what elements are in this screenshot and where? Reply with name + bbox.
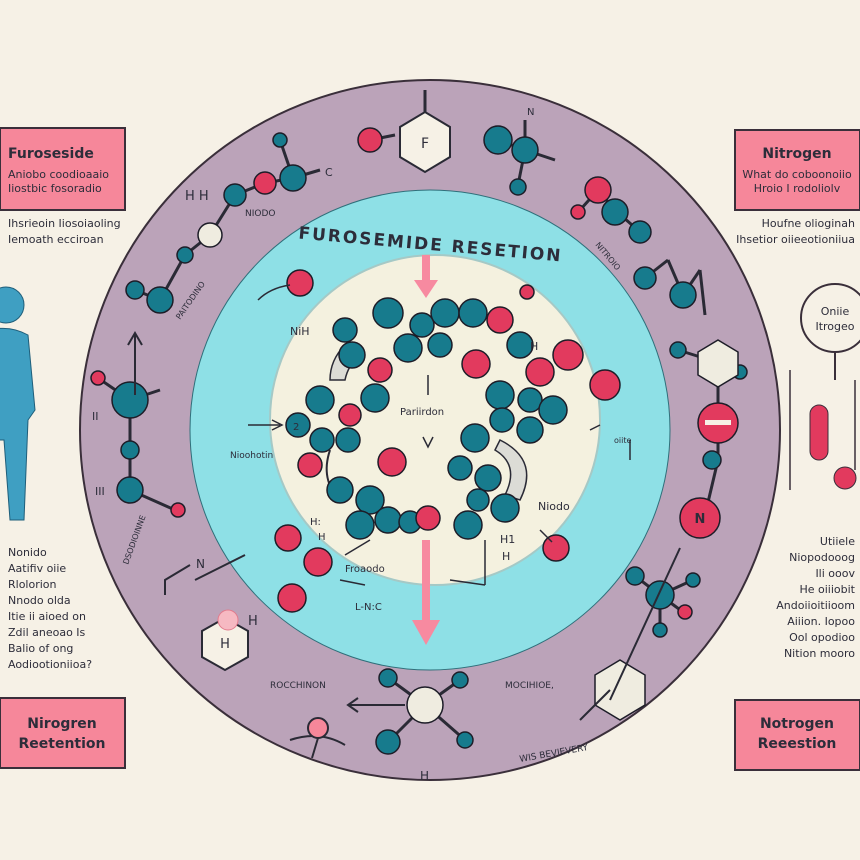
label-hh-left: H	[248, 614, 258, 629]
right-atom	[833, 466, 857, 490]
left-body-line-6: Zdil aneoao Is	[8, 626, 86, 639]
label-n-ring: N	[695, 512, 706, 527]
right-body-line-2: Niopodooog	[789, 551, 855, 564]
left-body-line-1: Nonido	[8, 546, 47, 559]
left-body-line-2: Aatifiv oiie	[8, 562, 66, 575]
inner-atoms	[274, 269, 621, 613]
left-top-box-title: Furoseside	[8, 146, 94, 162]
label-rocchinon: ROCCHINON	[270, 681, 326, 691]
h-stamp-label: H	[220, 637, 230, 652]
outer-arrows	[127, 331, 681, 746]
left-panel: Furoseside Aniobo coodioaaio Iiostbic fo…	[0, 127, 126, 769]
left-body-line-5: Itie ii aioed on	[8, 610, 86, 623]
label-mocihioe: MOCIHIOE,	[505, 681, 554, 691]
inner-arrows	[412, 255, 440, 645]
label-h-inner: H	[530, 340, 538, 353]
h-stamp-blob	[217, 609, 239, 631]
right-bubble	[800, 283, 860, 353]
h-stamp-hexagon	[201, 616, 249, 672]
left-top-box-line-2: Iiostbic fosoradio	[8, 182, 102, 195]
left-body-line-3: Rlolorion	[8, 578, 57, 591]
left-body-line-7: Balio of ong	[8, 642, 73, 655]
left-bottom-box-line-2: Reetention	[18, 736, 105, 752]
right-bottom-box	[734, 699, 860, 771]
label-niodo: NIODO	[245, 209, 276, 219]
label-hh-inner-a: H1	[500, 533, 515, 546]
right-top-box-title: Nitrogen	[762, 146, 831, 162]
left-body-line-8: Aodiootioniioa?	[8, 658, 92, 671]
label-parerdon: Pariirdon	[400, 407, 444, 418]
label-oiite: oiite	[614, 436, 631, 445]
label-pronodo: Froaodo	[345, 564, 385, 575]
label-two: 2	[293, 422, 299, 433]
right-body-line-6: Aiiion. Iopoo	[787, 615, 855, 628]
right-body-line-3: Ili ooov	[815, 567, 855, 580]
right-capsule	[809, 404, 829, 461]
label-hh-inner-b: H	[502, 550, 510, 563]
left-top-box	[0, 127, 126, 211]
label-ii-left: II	[92, 410, 99, 423]
left-bottom-box	[0, 697, 126, 769]
right-body-line-4: He oiiiobit	[799, 583, 855, 596]
right-body-line-5: Andoiioitiioom	[776, 599, 855, 612]
right-body-line-8: Nition mooro	[784, 647, 855, 660]
f-hexagon-label: F	[421, 136, 429, 152]
right-intro-line-1: Houfne olioginah	[762, 217, 855, 230]
left-bottom-box-line-1: Nirogren	[27, 716, 96, 732]
label-h-a: H:	[310, 517, 321, 528]
person-icon	[0, 286, 36, 521]
label-nioohotin: Nioohotin	[230, 451, 273, 461]
right-bubble-line-2: Itrogeo	[815, 320, 854, 333]
left-top-box-line-1: Aniobo coodioaaio	[8, 168, 109, 181]
right-body-line-7: Ool opodioo	[789, 631, 855, 644]
left-intro-line-2: Iemoath ecciroan	[8, 233, 104, 246]
right-panel: Nitrogen What do coboonoiio Hroio I rodo…	[734, 129, 860, 771]
right-bottom-box-line-2: Reeestion	[758, 736, 837, 752]
right-bubble-line-1: Oniie	[821, 305, 850, 318]
right-intro-line-2: Ihsetior oiieeotioniiua	[736, 233, 855, 246]
f-hexagon	[399, 110, 451, 174]
right-body-line-1: Utiiele	[820, 535, 855, 548]
pin-icon	[307, 717, 329, 739]
label-n-bracket: N	[196, 557, 205, 571]
right-bottom-box-line-1: Notrogen	[760, 716, 834, 732]
right-top-box-line-2: Hroio I rodoliolv	[754, 182, 841, 195]
label-n-top: N	[527, 107, 534, 118]
right-top-box-line-1: What do coboonoiio	[742, 168, 852, 181]
label-lnc: L-N:C	[355, 602, 382, 613]
label-nh-inner: NiH	[290, 325, 310, 338]
left-intro-line-1: Ihsrieoin Iiosoiaoling	[8, 217, 121, 230]
outer-atoms	[90, 125, 748, 755]
label-ii-left2: III	[95, 485, 105, 498]
left-body-line-4: Nnodo olda	[8, 594, 71, 607]
label-hh: H H	[185, 189, 209, 204]
right-top-box	[734, 129, 860, 211]
label-niodo-inner: Niodo	[538, 500, 570, 513]
label-h-b: H	[318, 532, 326, 543]
label-co: C	[325, 166, 333, 179]
label-h-bottom: H	[420, 769, 429, 783]
